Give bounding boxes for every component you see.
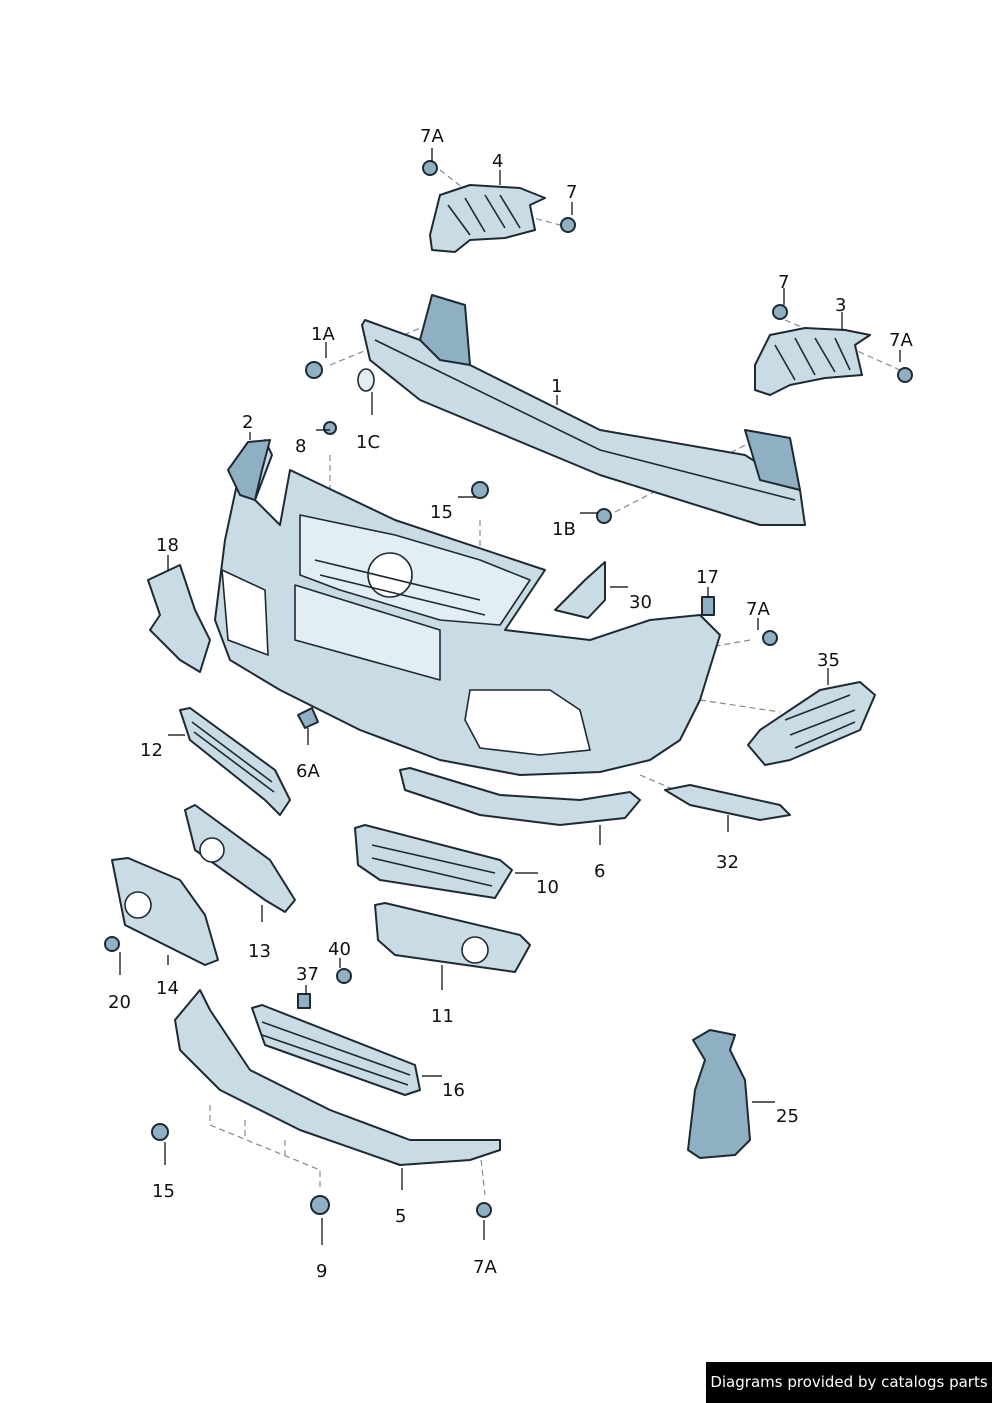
clip-9 [310, 1195, 330, 1215]
callout-labels: 7A 4 7 1A 1 1C 2 8 15 1B 7 3 7A 18 30 17… [108, 126, 913, 1282]
label-7A-mid: 7A [746, 599, 770, 620]
bag-part-25 [687, 1029, 751, 1159]
clip-part-17 [701, 596, 715, 616]
nut-7-top [560, 217, 576, 233]
cover-part-30 [554, 561, 606, 619]
label-12: 12 [140, 740, 163, 761]
cover-part-32 [664, 784, 791, 821]
label-2: 2 [242, 412, 253, 433]
screw-1A [305, 361, 323, 379]
bumper-cover-part-2 [214, 439, 721, 776]
label-6: 6 [594, 861, 605, 882]
label-17: 17 [696, 567, 719, 588]
screw-1B [596, 508, 612, 524]
label-30: 30 [629, 592, 652, 613]
label-1A: 1A [311, 324, 335, 345]
label-7A-top: 7A [420, 126, 444, 147]
grille-part-13 [184, 804, 296, 913]
screw-7A-right [897, 367, 913, 383]
grille-part-11 [374, 902, 531, 973]
label-25: 25 [776, 1106, 799, 1127]
screw-7A-bottom [476, 1202, 492, 1218]
bracket-part-18 [147, 564, 211, 673]
screw-8 [323, 421, 337, 435]
clip-part-6A [297, 707, 319, 729]
bracket-part-3 [754, 327, 871, 396]
impact-beam-part-1 [361, 294, 806, 526]
label-32: 32 [716, 852, 739, 873]
label-7-top: 7 [566, 182, 577, 203]
label-11: 11 [431, 1006, 454, 1027]
label-3: 3 [835, 295, 846, 316]
label-5: 5 [395, 1206, 406, 1227]
label-7-right: 7 [778, 272, 789, 293]
fasteners [104, 160, 913, 1218]
label-15-bottom: 15 [152, 1181, 175, 1202]
screw-7A-top [422, 160, 438, 176]
nut-7-right [772, 304, 788, 320]
label-18: 18 [156, 535, 179, 556]
label-1B: 1B [552, 519, 576, 540]
leader-lines [119, 148, 901, 1245]
label-7A-right: 7A [889, 330, 913, 351]
label-35: 35 [817, 650, 840, 671]
credit-banner: Diagrams provided by catalogs parts [706, 1362, 992, 1403]
screw-7A-mid [762, 630, 778, 646]
label-15-mid: 15 [430, 502, 453, 523]
label-1: 1 [551, 376, 562, 397]
washer-1C [357, 368, 375, 392]
grille-part-14 [111, 857, 219, 966]
spoiler-part-5 [174, 989, 501, 1166]
screw-20 [104, 936, 120, 952]
label-14: 14 [156, 978, 179, 999]
label-8: 8 [295, 436, 306, 457]
label-20: 20 [108, 992, 131, 1013]
grille-part-12 [179, 707, 291, 816]
strip-part-6 [399, 767, 641, 826]
clip-37 [297, 993, 311, 1009]
grille-part-10 [354, 824, 513, 899]
label-16: 16 [442, 1080, 465, 1101]
guide-part-35 [747, 681, 876, 766]
label-1C: 1C [356, 432, 380, 453]
label-4: 4 [492, 151, 503, 172]
label-40: 40 [328, 939, 351, 960]
label-10: 10 [536, 877, 559, 898]
screw-40 [336, 968, 352, 984]
screw-15-mid [471, 481, 489, 499]
label-9: 9 [316, 1261, 327, 1282]
grille-part-16 [251, 1004, 421, 1096]
screw-15-bottom [151, 1123, 169, 1141]
label-6A: 6A [296, 761, 320, 782]
label-37: 37 [296, 964, 319, 985]
bracket-part-4 [429, 184, 546, 253]
label-13: 13 [248, 941, 271, 962]
label-7A-bottom: 7A [473, 1257, 497, 1278]
